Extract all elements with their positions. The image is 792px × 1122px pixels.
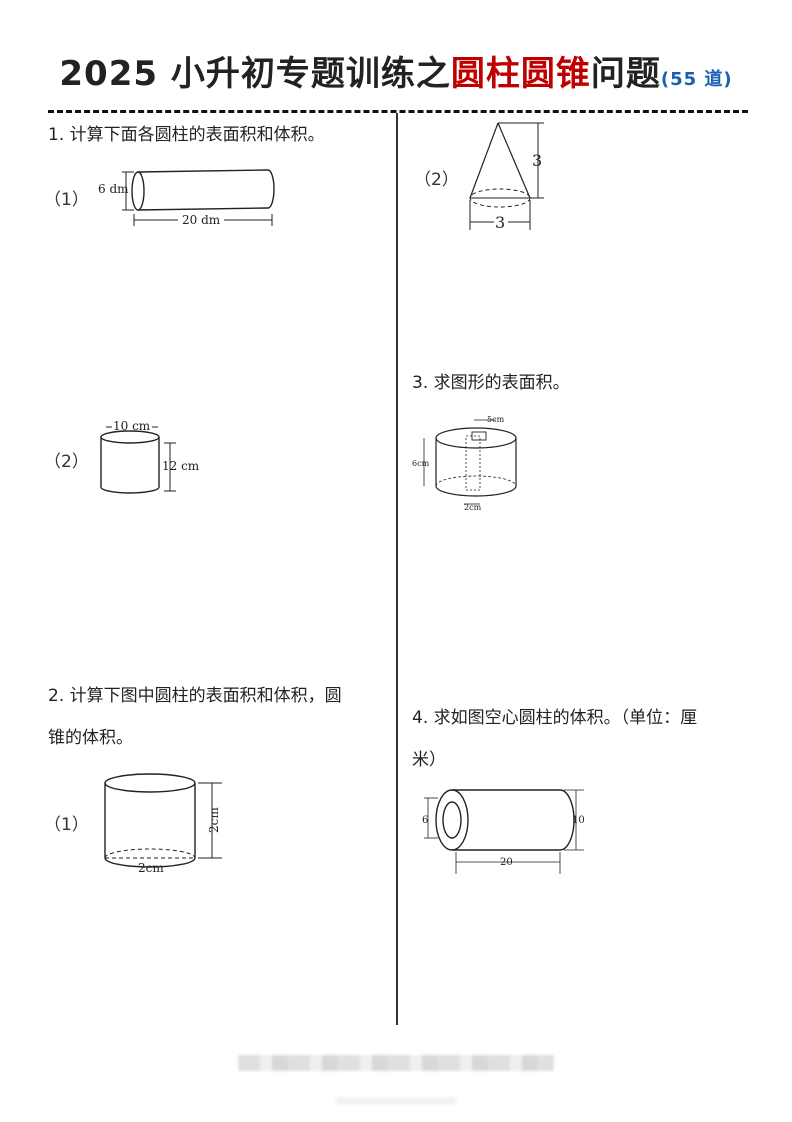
q2-cone-figure: 3 3 xyxy=(469,122,544,232)
cone-left-slant xyxy=(469,122,499,199)
q4-right-arc xyxy=(559,789,575,851)
q4-hollow-cylinder-figure: 6 10 20 xyxy=(422,789,585,874)
title-suffix: 问题 xyxy=(590,54,661,94)
cone-right-slant xyxy=(497,122,531,199)
q4-inner-label: 6 xyxy=(422,815,428,826)
q3-bottom-label: 2cm xyxy=(464,503,482,512)
cone-height-label: 3 xyxy=(532,151,542,170)
q3-prism-top xyxy=(471,431,487,441)
q2-cylinder-figure: 2cm 2cm xyxy=(104,773,222,875)
question-2-text-line1: 2. 计算下图中圆柱的表面积和体积，圆 xyxy=(48,686,342,706)
question-1-text: 1. 计算下面各圆柱的表面积和体积。 xyxy=(48,125,325,145)
q1-part2-label: （2） xyxy=(44,452,89,472)
q3-prism-hole xyxy=(465,435,481,491)
q3-bottom-front-arc xyxy=(435,485,517,497)
title-divider xyxy=(48,110,748,113)
cyl1-bottom-edge xyxy=(137,207,269,211)
cyl3-bottom-back-arc xyxy=(104,848,196,859)
cone-width-label: 3 xyxy=(495,213,505,232)
cyl1-top-edge xyxy=(137,169,269,173)
cyl3-top-ellipse xyxy=(104,773,196,793)
q1-cylinder-upright-figure: 10 cm 12 cm xyxy=(100,419,200,494)
cyl1-length-label: 20 dm xyxy=(182,213,221,227)
title-prefix: 2025 小升初专题训练之 xyxy=(59,54,451,94)
cyl1-right-arc xyxy=(267,169,275,209)
q1-part1-label: （1） xyxy=(44,190,89,210)
cyl3-height-label: 2cm xyxy=(207,807,221,833)
q3-bottom-back-arc xyxy=(435,475,517,487)
cyl3-bottom-front-arc xyxy=(104,857,196,868)
cyl2-diameter-label-bg xyxy=(112,420,152,434)
footer-blurred-subtext xyxy=(336,1098,456,1104)
q3-top-ellipse xyxy=(435,427,517,449)
q4-length-label: 20 xyxy=(500,857,513,868)
cyl2-diameter-label: 10 cm xyxy=(113,419,151,433)
cyl1-left-ellipse xyxy=(131,171,145,211)
q1-cylinder-horizontal-figure: 6 dm 20 dm xyxy=(98,169,275,227)
q3-top-label: 5cm xyxy=(487,415,505,424)
question-3-text: 3. 求图形的表面积。 xyxy=(412,373,570,393)
column-divider xyxy=(396,113,398,1025)
question-4-text-line1: 4. 求如图空心圆柱的体积。（单位：厘 xyxy=(412,708,698,728)
cone-width-label-bg xyxy=(494,213,508,229)
page-title: 2025 小升初专题训练之圆柱圆锥问题(55 道) xyxy=(0,52,792,102)
q4-outer-end-ellipse xyxy=(435,789,469,851)
q2-part1-label: （1） xyxy=(44,815,89,835)
question-2-text-line2: 锥的体积。 xyxy=(48,728,133,748)
cyl2-height-label: 12 cm xyxy=(162,459,200,473)
q4-outer-label: 10 xyxy=(572,815,585,826)
cyl3-diameter-label: 2cm xyxy=(138,861,164,875)
footer-blurred-text xyxy=(238,1055,554,1071)
q4-inner-end-ellipse xyxy=(442,801,462,839)
q3-height-label: 6cm xyxy=(412,459,430,468)
question-4-text-line2: 米） xyxy=(412,750,446,770)
cyl1-length-label-bg xyxy=(178,213,224,227)
title-count: (55 道) xyxy=(660,69,733,90)
cyl1-height-label: 6 dm xyxy=(98,182,129,196)
q2-part2-label: （2） xyxy=(414,170,459,190)
cyl2-bottom-arc xyxy=(100,486,160,494)
title-highlight: 圆柱圆锥 xyxy=(450,54,591,94)
q3-cylinder-with-prism-figure: 5cm 6cm 2cm xyxy=(412,415,517,512)
